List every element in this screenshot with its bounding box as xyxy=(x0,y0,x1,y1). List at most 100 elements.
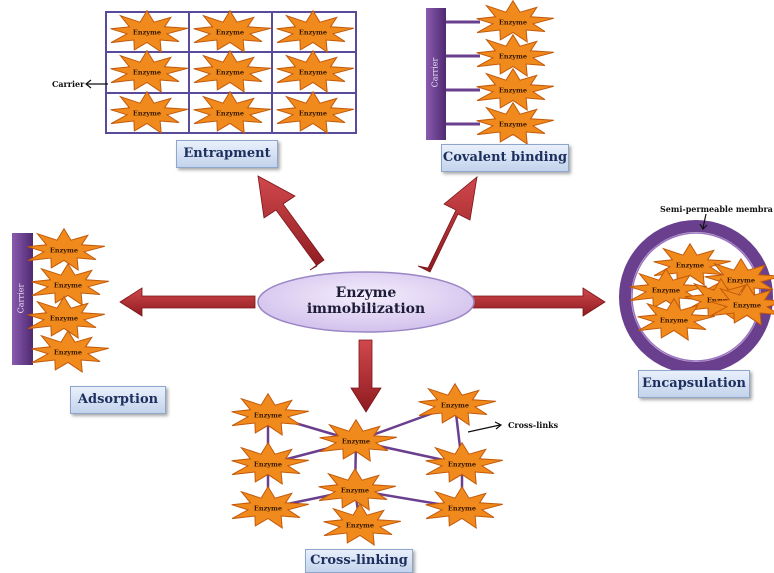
enzyme-label: Enzyme xyxy=(448,505,476,513)
enzyme-shape xyxy=(637,297,715,342)
enzyme-label: Enzyme xyxy=(448,461,476,469)
enzyme: Enzyme xyxy=(276,90,354,134)
label-covalent-binding: Covalent binding xyxy=(441,144,569,172)
center-label: Enzyme immobilization xyxy=(268,285,464,317)
enzyme-label: Enzyme xyxy=(254,505,282,513)
covalent-carrier-bar xyxy=(426,8,446,140)
enzyme-shape xyxy=(276,9,354,53)
covalent-bonds xyxy=(446,20,480,126)
enzyme: Enzyme xyxy=(193,9,271,53)
enzyme-label: Enzyme xyxy=(727,277,755,285)
enzyme: Enzyme xyxy=(319,418,397,463)
enzyme-label: Enzyme xyxy=(499,19,527,27)
enzyme: Enzyme xyxy=(476,0,554,43)
enzyme: Enzyme xyxy=(110,9,188,53)
enzyme-shape xyxy=(193,90,271,134)
enzyme: Enzyme xyxy=(425,441,503,486)
enzyme-shape xyxy=(425,485,503,529)
center-ellipse xyxy=(257,271,475,333)
enzyme: Enzyme xyxy=(276,9,354,53)
enzyme-label: Enzyme xyxy=(660,317,688,325)
enzyme-shape xyxy=(31,262,109,307)
enzyme-label: Enzyme xyxy=(499,87,527,95)
enzyme-shape xyxy=(110,9,188,53)
enzyme-shape xyxy=(319,418,397,463)
enzyme-shape xyxy=(27,295,105,340)
label-adsorption: Adsorption xyxy=(70,386,166,414)
enzyme-label: Enzyme xyxy=(50,247,78,255)
enzyme-label: Enzyme xyxy=(216,69,244,77)
adsorption-carrier-text: Carrier xyxy=(16,283,26,314)
enzyme-shape xyxy=(231,485,309,529)
enzyme-label: Enzyme xyxy=(299,69,327,77)
carrier-note: Carrier xyxy=(52,79,85,89)
enzyme-label: Enzyme xyxy=(254,461,282,469)
enzyme-label: Enzyme xyxy=(499,121,527,129)
enzyme-shape xyxy=(425,441,503,486)
enzyme: Enzyme xyxy=(110,49,188,93)
carrier-pointer-head xyxy=(85,79,92,89)
enzyme-shape xyxy=(110,90,188,134)
enzyme: Enzyme xyxy=(27,295,105,340)
crosslinks-pointer xyxy=(467,424,501,433)
method-arrows xyxy=(119,175,606,413)
enzyme-label: Enzyme xyxy=(133,110,161,118)
enzyme-label: Enzyme xyxy=(133,29,161,37)
enzyme: Enzyme xyxy=(31,329,109,374)
adsorption-carrier-bar xyxy=(12,233,33,365)
enzyme-shape xyxy=(418,382,496,427)
enzyme-label: Enzyme xyxy=(299,110,327,118)
arrow-to-adsorption xyxy=(119,287,256,317)
enzyme-label: Enzyme xyxy=(652,287,680,295)
enzyme-shape xyxy=(231,392,309,437)
enzyme-shape xyxy=(323,502,401,546)
center-label-line1: Enzyme xyxy=(335,285,397,301)
enzyme: Enzyme xyxy=(318,467,396,512)
enzyme-label: Enzyme xyxy=(733,302,761,310)
arrow-to-crosslinking xyxy=(350,339,382,413)
enzyme-label: Enzyme xyxy=(341,487,369,495)
enzyme: Enzyme xyxy=(193,90,271,134)
enzyme: Enzyme xyxy=(231,485,309,529)
crosslinks-pointer-head xyxy=(494,421,503,430)
membrane-note: Semi-permeable membra xyxy=(660,204,773,214)
enzyme-shape xyxy=(318,467,396,512)
enzyme-label: Enzyme xyxy=(441,402,469,410)
enzyme: Enzyme xyxy=(231,392,309,437)
membrane-pointer-head xyxy=(699,223,708,230)
enzyme-shape xyxy=(710,282,774,327)
membrane-pointer xyxy=(702,213,707,229)
enzyme-shape xyxy=(31,329,109,374)
enzyme-shape xyxy=(193,49,271,93)
arrow-to-covalent xyxy=(417,176,478,273)
enzyme-label: Enzyme xyxy=(254,412,282,420)
enzyme: Enzyme xyxy=(425,485,503,529)
label-entrapment: Entrapment xyxy=(176,140,278,168)
enzyme-shape xyxy=(276,90,354,134)
enzyme: Enzyme xyxy=(418,382,496,427)
enzyme: Enzyme xyxy=(476,101,554,146)
enzyme: Enzyme xyxy=(476,67,554,111)
enzyme-shape xyxy=(193,9,271,53)
enzyme: Enzyme xyxy=(476,33,554,77)
enzyme-label: Enzyme xyxy=(676,262,704,270)
enzyme-shape xyxy=(27,227,105,272)
enzyme-label: Enzyme xyxy=(346,522,374,530)
enzyme: Enzyme xyxy=(193,49,271,93)
enzyme: Enzyme xyxy=(276,49,354,93)
enzyme-shape xyxy=(476,0,554,43)
enzyme: Enzyme xyxy=(710,282,774,327)
arrow-to-entrapment xyxy=(257,175,325,271)
enzyme-shape xyxy=(629,267,707,312)
arrow-to-encapsulation xyxy=(471,287,606,317)
label-cross-linking: Cross-linking xyxy=(305,549,413,573)
enzyme-label: Enzyme xyxy=(216,110,244,118)
annotation-arrows xyxy=(85,79,708,433)
enzyme: Enzyme xyxy=(27,227,105,272)
enzyme: Enzyme xyxy=(110,90,188,134)
covalent-carrier-text: Carrier xyxy=(430,57,440,88)
enzyme-label: Enzyme xyxy=(342,438,370,446)
label-encapsulation: Encapsulation xyxy=(638,370,750,398)
